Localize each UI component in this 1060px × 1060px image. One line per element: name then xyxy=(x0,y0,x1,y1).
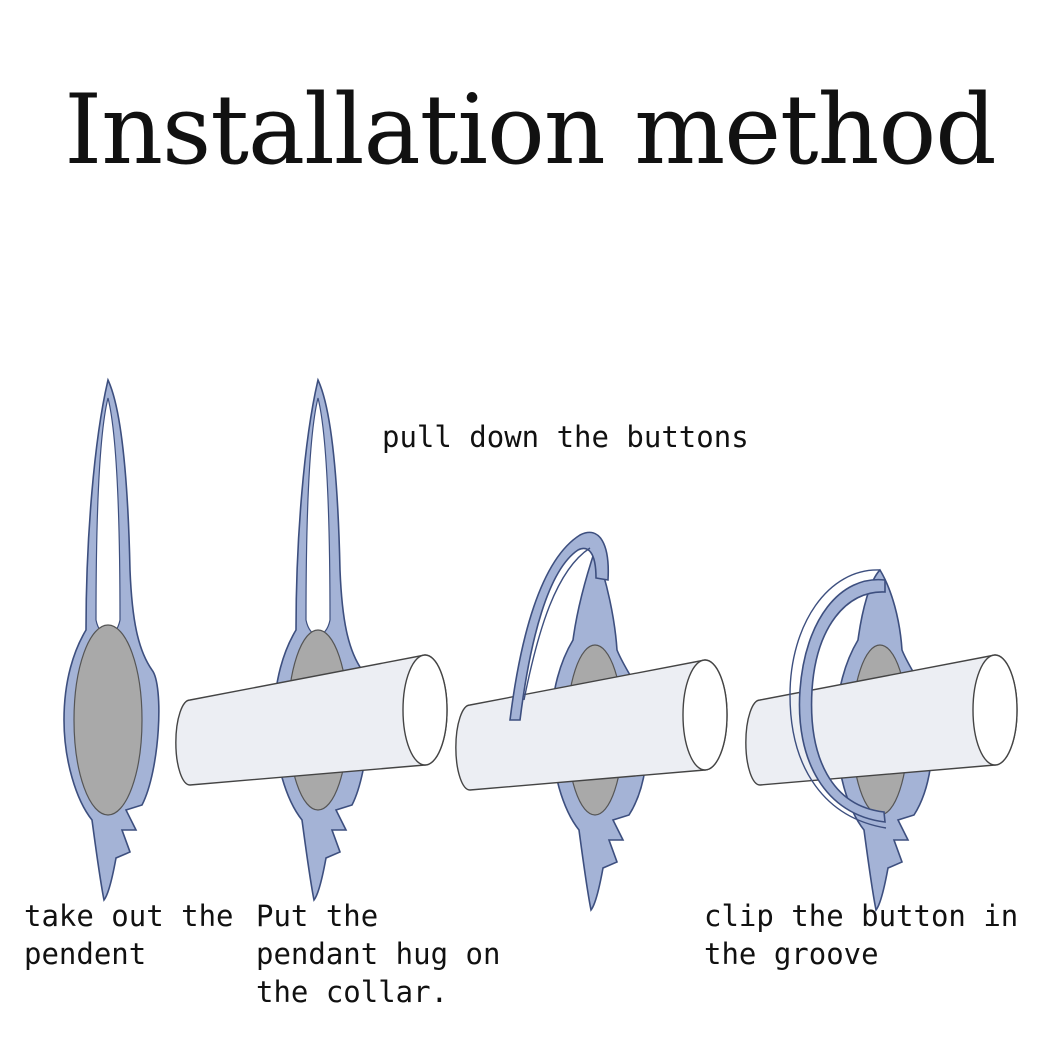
step3-label: pull down the buttons xyxy=(382,420,749,454)
step1-figure xyxy=(63,379,160,901)
step1-label: take out the pendent xyxy=(24,899,234,971)
page-title: Installation method xyxy=(64,74,996,186)
clip-strap-pulled xyxy=(509,531,610,721)
step2-label: Put the pendant hug on the collar. xyxy=(256,899,501,1009)
step4-label: clip the button in the groove xyxy=(704,899,1019,971)
step4-figure xyxy=(745,568,1018,912)
step2-figure xyxy=(175,379,448,901)
clip-strap-clipped xyxy=(798,578,886,823)
step3-figure xyxy=(455,531,728,912)
